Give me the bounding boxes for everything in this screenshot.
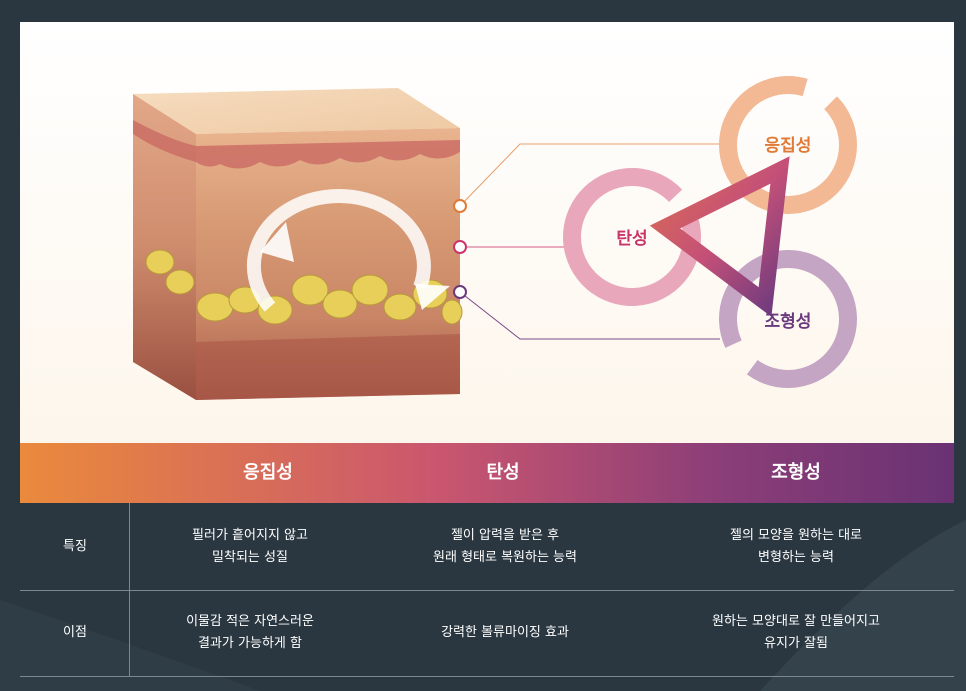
ring-elasticity xyxy=(563,168,701,306)
band-elasticity: 탄성 xyxy=(486,462,520,483)
cell-features-cohesion: 필러가 흩어지지 않고 밀착되는 성질 xyxy=(192,528,308,565)
row-head-benefits: 이점 xyxy=(63,625,87,640)
ring-cohesion xyxy=(719,76,857,214)
table-bottom-border xyxy=(20,676,954,677)
cell-benefits-shaping: 원하는 모양대로 잘 만들어지고 유지가 잘됨 xyxy=(712,614,880,651)
connector-lines xyxy=(453,143,720,340)
cell-benefits-elasticity: 강력한 볼류마이징 효과 xyxy=(441,625,569,640)
cell-features-elasticity: 젤이 압력을 받은 후 원래 형태로 복원하는 능력 xyxy=(433,528,577,565)
row-head-features: 특징 xyxy=(63,539,87,554)
label-shaping: 조형성 xyxy=(765,311,812,332)
impossible-triangle xyxy=(649,156,790,317)
skin-diagram: 응집성 탄성 조형성 xyxy=(133,76,857,400)
table-vertical-divider xyxy=(129,503,130,676)
label-elasticity: 탄성 xyxy=(616,229,647,249)
skin-cube xyxy=(133,88,463,400)
band-cohesion: 응집성 xyxy=(243,462,293,483)
table-row-divider xyxy=(20,590,954,591)
shaping-dot xyxy=(453,285,467,299)
diagram-panel: 응집성 탄성 조형성 xyxy=(20,22,954,443)
cell-benefits-cohesion: 이물감 적은 자연스러운 결과가 가능하게 함 xyxy=(186,614,314,651)
cohesion-dot xyxy=(453,199,467,213)
band-shaping: 조형성 xyxy=(771,462,821,483)
elasticity-dot xyxy=(453,240,467,254)
cell-features-shaping: 젤의 모양을 원하는 대로 변형하는 능력 xyxy=(730,528,862,565)
ring-shaping xyxy=(718,250,857,388)
property-header-band: 응집성 탄성 조형성 xyxy=(20,443,954,503)
label-cohesion: 응집성 xyxy=(765,136,812,156)
